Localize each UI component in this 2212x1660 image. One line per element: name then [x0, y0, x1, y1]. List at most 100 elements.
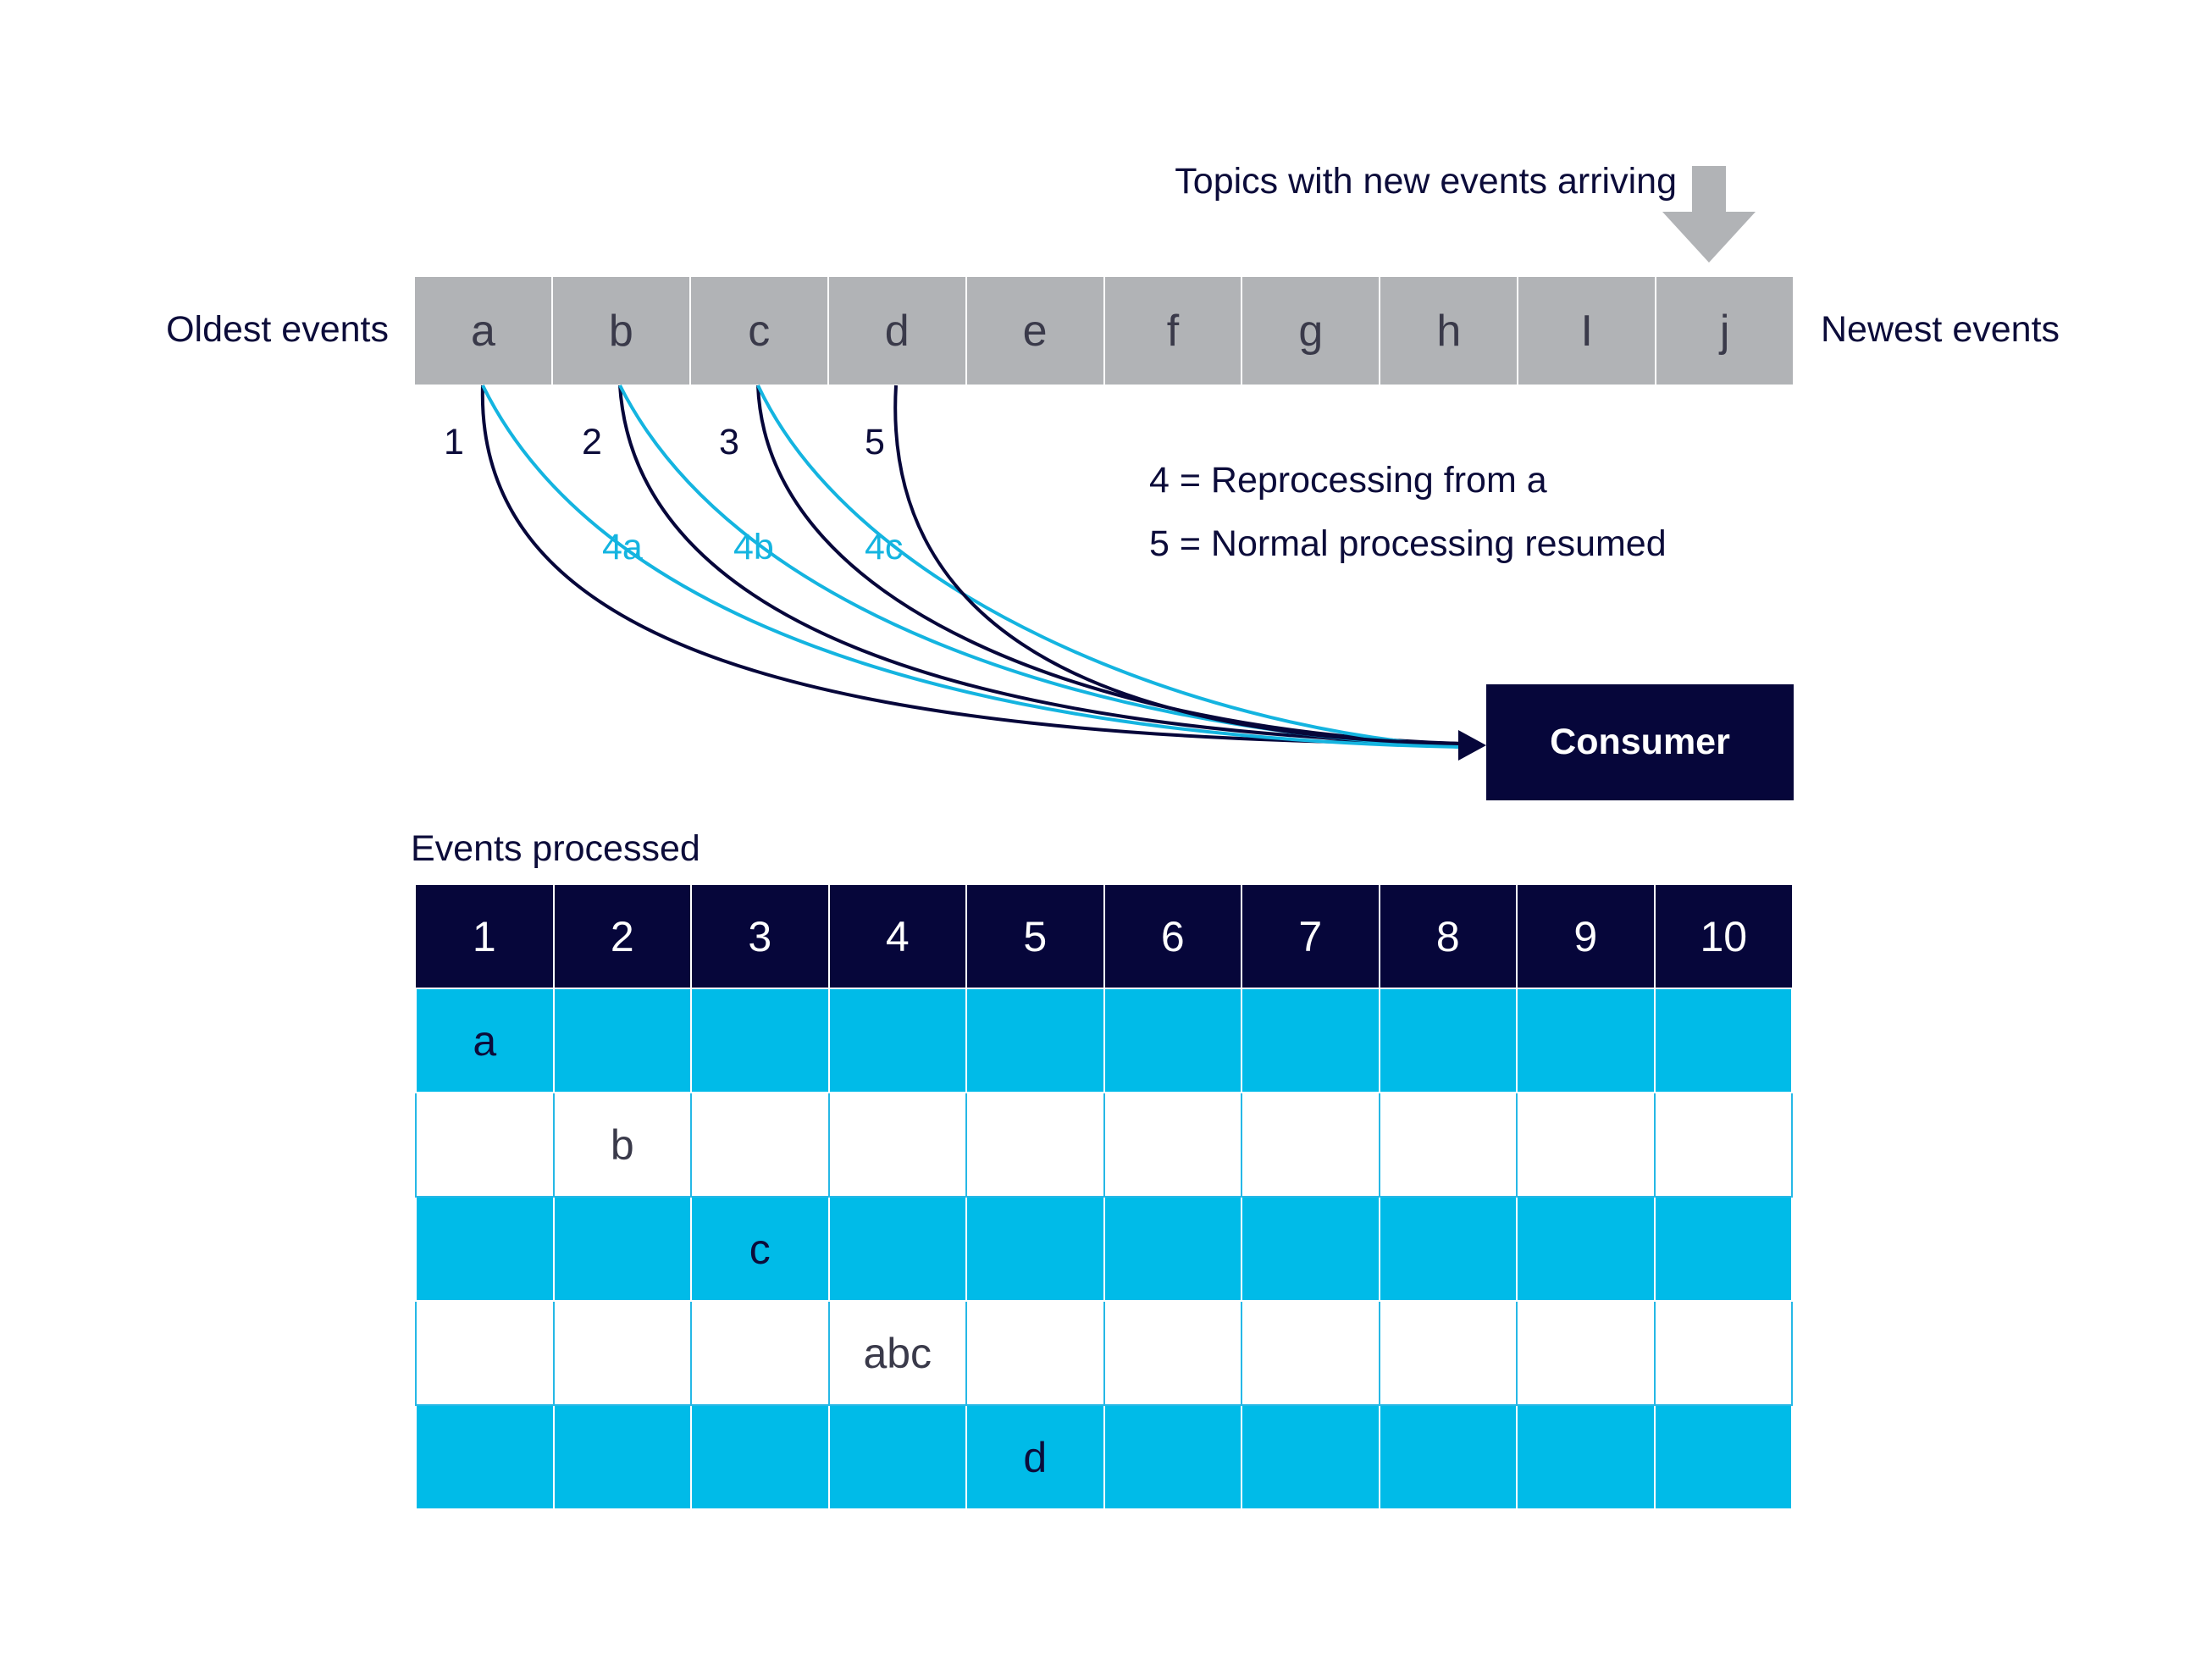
table-cell: [1516, 988, 1656, 1093]
table-cell: [1653, 1092, 1793, 1198]
table-cell: [690, 988, 830, 1093]
arrow-4c: [756, 385, 1462, 749]
incoming-topics-label: Topics with new events arriving: [1175, 161, 1677, 202]
arrow-label-2: 2: [582, 422, 602, 462]
table-cell: [1653, 1300, 1793, 1406]
topic-event-cell: e: [965, 277, 1103, 385]
table-cell: [827, 1404, 967, 1510]
arrow-label-4c: 4c: [865, 527, 904, 567]
table-cell: [965, 988, 1105, 1093]
table-cell: [1516, 1404, 1656, 1510]
table-cell: c: [690, 1196, 830, 1302]
topic-event-cell: h: [1379, 277, 1517, 385]
topic-event-cell: d: [827, 277, 965, 385]
topic-event-cell: a: [470, 306, 495, 356]
table-cell: [965, 1092, 1105, 1198]
table-cell: [1378, 988, 1518, 1093]
table-cell: [552, 1300, 692, 1406]
table-cell: [1241, 1300, 1380, 1406]
table-cell: [1653, 988, 1793, 1093]
consumer-box: Consumer: [1486, 684, 1794, 800]
table-cell: [1516, 1196, 1656, 1302]
arrow-label-1: 1: [444, 422, 464, 462]
table-cell: [965, 1300, 1105, 1406]
column-header: 5: [965, 885, 1105, 988]
topic-event-cell: b: [550, 277, 689, 385]
table-cell: a: [415, 988, 555, 1093]
topic-event-cell: c: [688, 277, 827, 385]
table-cell: [1378, 1404, 1518, 1510]
table-cell: [1103, 1196, 1242, 1302]
topic-event-cell: f: [1103, 277, 1241, 385]
table-cell: [690, 1092, 830, 1198]
topic-event-cell: I: [1517, 277, 1655, 385]
column-header: 8: [1378, 885, 1518, 988]
table-cell: [415, 1300, 555, 1406]
topic-event-cell: j: [1655, 277, 1793, 385]
table-row: abc: [415, 1300, 1793, 1406]
table-cell: [965, 1196, 1105, 1302]
table-cell: [1653, 1196, 1793, 1302]
oldest-events-label: Oldest events: [166, 309, 389, 350]
table-cell: [827, 1196, 967, 1302]
arrow-label-5: 5: [865, 422, 885, 462]
table-cell: [1378, 1092, 1518, 1198]
column-header: 7: [1241, 885, 1380, 988]
table-cell: [552, 1196, 692, 1302]
table-cell: [1378, 1300, 1518, 1406]
table-row: d: [415, 1404, 1793, 1510]
arrow-label-4a: 4a: [602, 527, 643, 567]
table-cell: [552, 988, 692, 1093]
table-cell: [1516, 1300, 1656, 1406]
table-cell: [1378, 1196, 1518, 1302]
table-cell: [1241, 1404, 1380, 1510]
events-processed-title: Events processed: [411, 828, 700, 869]
column-header: 3: [690, 885, 830, 988]
column-header: 2: [552, 885, 692, 988]
arrow-3: [756, 385, 1462, 745]
table-cell: [1103, 1092, 1242, 1198]
column-header: 10: [1653, 885, 1792, 988]
table-cell: [1103, 1300, 1242, 1406]
table-cell: [1241, 988, 1380, 1093]
table-cell: [415, 1196, 555, 1302]
table-row: b: [415, 1092, 1793, 1198]
table-cell: abc: [827, 1300, 967, 1406]
arrow-5: [893, 385, 1462, 745]
column-header: 6: [1103, 885, 1242, 988]
arrowhead-icon: [1458, 730, 1486, 761]
table-cell: [1241, 1092, 1380, 1198]
table-cell: [552, 1404, 692, 1510]
column-header: 4: [827, 885, 967, 988]
down-arrow-icon: [1662, 166, 1756, 263]
arrow-label-3: 3: [719, 422, 739, 462]
table-cell: [827, 988, 967, 1093]
table-row: a: [415, 988, 1793, 1093]
column-header: 9: [1516, 885, 1656, 988]
table-row: c: [415, 1196, 1793, 1302]
arrow-1: [480, 385, 1462, 745]
consumer-label: Consumer: [1550, 722, 1730, 762]
legend-normal-resumed: 5 = Normal processing resumed: [1149, 523, 1667, 564]
column-header: 1: [416, 885, 555, 988]
table-cell: [827, 1092, 967, 1198]
table-cell: d: [965, 1404, 1105, 1510]
table-cell: [1103, 1404, 1242, 1510]
arrow-2: [618, 385, 1462, 745]
table-cell: b: [552, 1092, 692, 1198]
table-cell: [1653, 1404, 1793, 1510]
newest-events-label: Newest events: [1821, 309, 2060, 350]
table-cell: [1516, 1092, 1656, 1198]
arrow-label-4b: 4b: [733, 527, 774, 567]
arrow-4a: [481, 385, 1462, 749]
table-cell: [415, 1404, 555, 1510]
table-cell: [1103, 988, 1242, 1093]
legend-reprocessing: 4 = Reprocessing from a: [1149, 460, 1547, 501]
topic-event-cell: g: [1241, 277, 1379, 385]
table-cell: [415, 1092, 555, 1198]
table-cell: [1241, 1196, 1380, 1302]
